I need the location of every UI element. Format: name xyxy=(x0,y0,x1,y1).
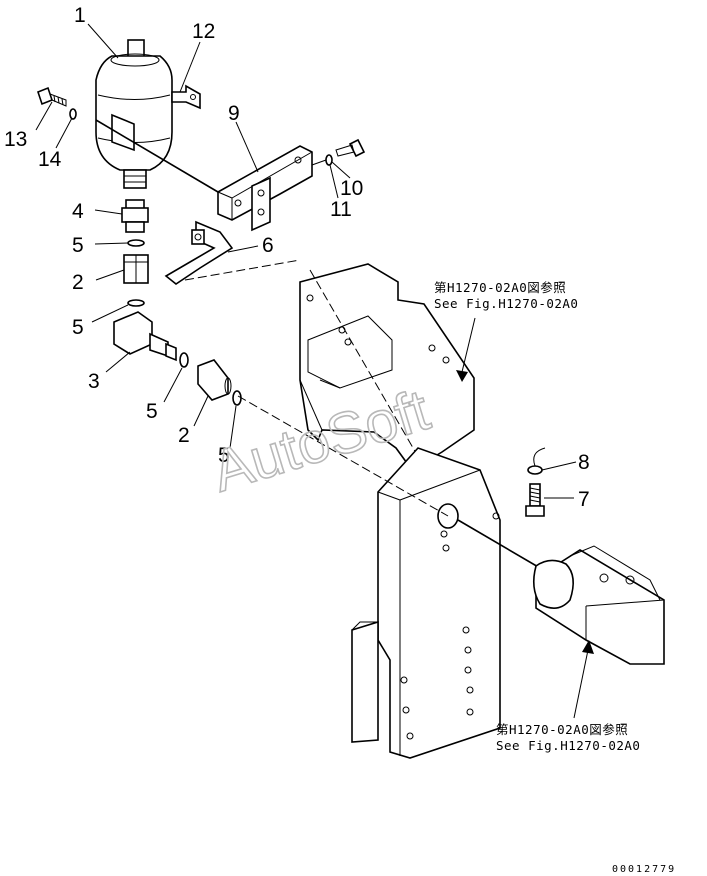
part-label-8: 8 xyxy=(578,451,590,474)
bolt-7-part xyxy=(525,483,545,517)
part-label-12: 12 xyxy=(192,20,215,43)
part-label-14: 14 xyxy=(38,148,62,171)
part-label-6: 6 xyxy=(262,234,274,257)
part-label-5d: 5 xyxy=(218,444,230,467)
o-ring-5b-part xyxy=(127,299,145,307)
elbow-3-part xyxy=(113,311,177,362)
part-label-9: 9 xyxy=(228,102,240,125)
leader-lines xyxy=(35,23,594,719)
reference-top-jp: 第H1270-02A0図参照 xyxy=(434,280,566,295)
document-id: 00012779 xyxy=(612,864,676,875)
pedal-bracket-part xyxy=(184,259,475,472)
bolt-13-part xyxy=(37,86,67,107)
part-label-3: 3 xyxy=(88,370,100,393)
o-ring-5a-part xyxy=(127,239,145,247)
adapter-2b-part xyxy=(197,359,232,401)
adapter-2a-part xyxy=(123,254,149,284)
part-label-1: 1 xyxy=(74,4,86,27)
pedal-arm-part xyxy=(237,395,541,759)
o-ring-5d-part xyxy=(232,390,242,406)
washer-14-part xyxy=(69,108,77,120)
washer-8-part xyxy=(527,447,546,475)
band-clamp-part xyxy=(95,84,219,193)
accumulator-part xyxy=(95,39,173,189)
reference-bottom-en: See Fig.H1270-02A0 xyxy=(496,738,640,753)
washer-11-part xyxy=(311,154,333,166)
part-label-7: 7 xyxy=(578,488,590,511)
part-label-4: 4 xyxy=(72,200,84,223)
reference-top-en: See Fig.H1270-02A0 xyxy=(434,296,578,311)
bolt-10-part xyxy=(335,138,366,158)
part-label-2a: 2 xyxy=(72,271,84,294)
o-ring-5c-part xyxy=(179,352,189,368)
part-label-13: 13 xyxy=(4,128,27,151)
part-label-2b: 2 xyxy=(178,424,190,447)
part-label-5b: 5 xyxy=(72,316,84,339)
part-label-10: 10 xyxy=(340,177,363,200)
part-label-11: 11 xyxy=(330,198,352,221)
reference-bottom-jp: 第H1270-02A0図参照 xyxy=(496,722,628,737)
part-label-5a: 5 xyxy=(72,234,84,257)
bracket-6-part xyxy=(164,220,234,285)
pedal-block-part xyxy=(532,545,665,665)
bracket-plate-9-part xyxy=(217,145,313,232)
switch-4-part xyxy=(121,199,149,233)
part-label-5c: 5 xyxy=(146,400,158,423)
